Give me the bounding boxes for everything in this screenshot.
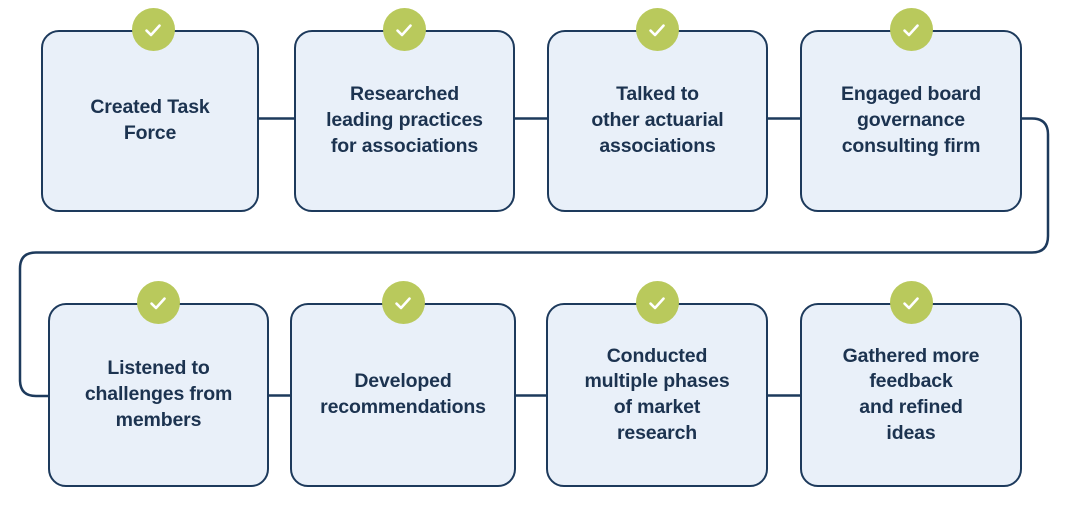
step-box-5[interactable]: Listened to challenges from members [48, 303, 269, 487]
step-box-3[interactable]: Talked to other actuarial associations [547, 30, 768, 212]
step-label-2: Researched leading practices for associa… [326, 83, 483, 157]
step-label-5: Listened to challenges from members [84, 357, 233, 431]
step-box-7[interactable]: Conducted multiple phases of market rese… [546, 303, 768, 487]
check-circle-icon-step-5 [136, 281, 180, 324]
step-box-8[interactable]: Gathered more feedback and refined ideas [800, 303, 1022, 487]
step-label-1: Created Task Force [90, 96, 210, 144]
check-circle-icon-step-3 [635, 8, 679, 51]
step-label-7: Conducted multiple phases of market rese… [584, 344, 730, 444]
check-circle-icon-step-1 [131, 8, 175, 51]
step-label-6: Developed recommendations [320, 370, 486, 418]
check-circle-icon-step-7 [635, 281, 679, 324]
check-circle-icon-step-2 [382, 8, 426, 51]
step-label-8: Gathered more feedback and refined ideas [842, 344, 980, 444]
step-label-3: Talked to other actuarial associations [591, 83, 724, 157]
check-circle-icon-step-6 [381, 281, 425, 324]
step-box-1[interactable]: Created Task Force [41, 30, 259, 212]
check-circle-icon-step-4 [889, 8, 933, 51]
step-box-2[interactable]: Researched leading practices for associa… [294, 30, 515, 212]
check-circle-icon-step-8 [889, 281, 933, 324]
step-label-4: Engaged board governance consulting firm [841, 83, 981, 157]
step-box-6[interactable]: Developed recommendations [290, 303, 516, 487]
step-box-4[interactable]: Engaged board governance consulting firm [800, 30, 1022, 212]
